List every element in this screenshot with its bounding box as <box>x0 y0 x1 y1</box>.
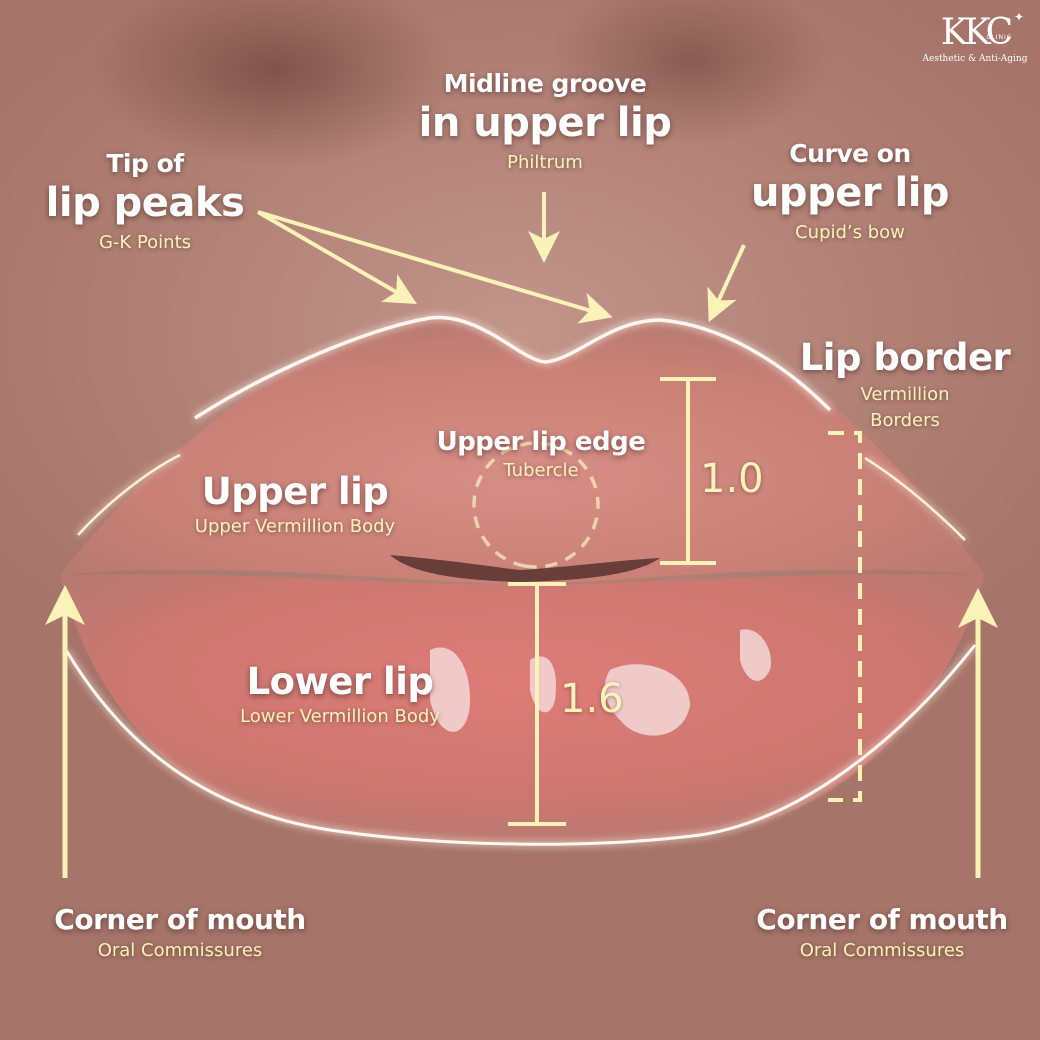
upper-lip-measure <box>660 377 716 565</box>
mouth-opening <box>390 555 660 582</box>
logo-clinic: CLINIC <box>986 34 1012 41</box>
corner-left-line1: Corner of mouth <box>54 903 306 936</box>
upper-lip-outline <box>194 315 832 420</box>
cupids-bow-line2: upper lip <box>750 170 950 216</box>
kkc-clinic-logo: ✦ KKC CLINIC Aesthetic & Anti-Aging <box>920 10 1030 64</box>
cupids-bow-line1: Curve on <box>789 139 911 168</box>
corner-right-line1: Corner of mouth <box>756 903 1008 936</box>
label-upper-lip: Upper lip Upper Vermillion Body <box>160 470 430 540</box>
philtrum-line2: in upper lip <box>418 100 672 146</box>
label-cupids-bow: Curve on upper lip Cupid’s bow <box>730 138 970 246</box>
lower-lip-shape <box>60 573 985 845</box>
lower-lip-measure <box>508 582 566 826</box>
lower-lip-outline <box>64 644 977 846</box>
tubercle-sub: Tubercle <box>503 460 579 481</box>
label-tubercle: Upper lip edge Tubercle <box>410 426 672 484</box>
lip-peaks-sub: G-K Points <box>98 232 192 253</box>
label-corner-right: Corner of mouth Oral Commissures <box>722 902 1040 964</box>
upper-lip-shape <box>60 318 985 585</box>
lower-lip-line1: Lower lip <box>246 660 434 703</box>
label-lower-lip: Lower lip Lower Vermillion Body <box>210 660 470 730</box>
upper-lip-line1: Upper lip <box>201 470 389 513</box>
cupids-bow-arrow <box>707 244 746 323</box>
corner-right-sub: Oral Commissures <box>799 940 965 961</box>
label-lip-peaks: Tip of lip peaks G-K Points <box>30 148 260 256</box>
sparkle-icon: ✦ <box>1013 10 1024 24</box>
philtrum-sub: Philtrum <box>507 152 583 173</box>
lower-lip-sub: Lower Vermillion Body <box>240 706 440 727</box>
philtrum-line1: Midline groove <box>443 69 647 98</box>
logo-brand: KKC <box>940 12 1013 53</box>
upper-lip-outline-left <box>77 453 181 536</box>
lip-border-sub1: Vermillion <box>860 384 950 405</box>
lip-border-sub2: Borders <box>870 410 940 431</box>
lip-peaks-line2: lip peaks <box>45 180 245 226</box>
lip-border-line1: Lip border <box>799 336 1011 379</box>
lip-border-bracket <box>828 431 862 802</box>
label-lip-border: Lip border Vermillion Borders <box>780 336 1030 434</box>
gloss-highlight <box>430 647 470 732</box>
gloss-highlight <box>604 664 690 736</box>
upper-lip-ratio: 1.0 <box>700 456 764 502</box>
gloss-highlight <box>740 629 771 681</box>
corner-left-sub: Oral Commissures <box>97 940 263 961</box>
upper-lip-sub: Upper Vermillion Body <box>194 516 396 537</box>
lip-peaks-arrow-left <box>256 210 417 305</box>
label-corner-left: Corner of mouth Oral Commissures <box>20 902 340 964</box>
lip-peaks-arrow-right <box>257 210 613 324</box>
tubercle-circle <box>472 441 600 569</box>
tubercle-line1: Upper lip edge <box>436 427 646 457</box>
logo-tagline: Aesthetic & Anti-Aging <box>922 54 1028 64</box>
label-philtrum: Midline groove in upper lip Philtrum <box>395 68 695 176</box>
cupids-bow-sub: Cupid’s bow <box>795 222 905 243</box>
lip-peaks-line1: Tip of <box>106 149 184 178</box>
lower-lip-ratio: 1.6 <box>560 676 624 722</box>
upper-lip-outline-right <box>864 456 966 541</box>
